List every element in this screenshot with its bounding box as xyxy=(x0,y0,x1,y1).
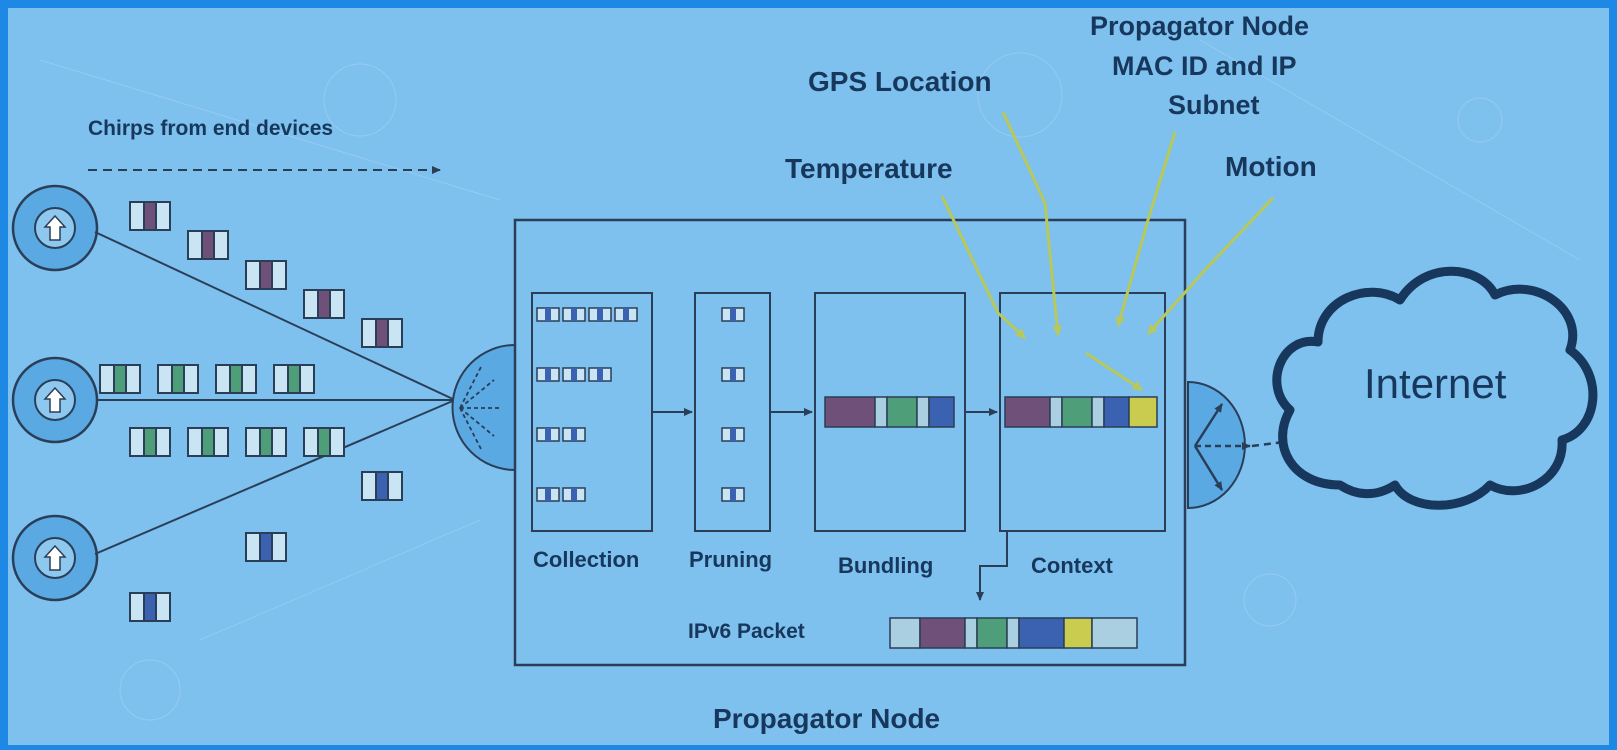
mac-label-line1: Propagator Node xyxy=(1090,11,1309,41)
up-arrow-icon xyxy=(43,386,67,413)
collection-stage xyxy=(531,292,653,532)
cloud-icon xyxy=(1272,266,1598,510)
mac-label-line2: MAC ID and IP xyxy=(1112,51,1297,81)
device-3 xyxy=(11,514,99,602)
temperature-label: Temperature xyxy=(785,153,953,184)
context-input-arrows xyxy=(940,111,1275,392)
ipv6-packet xyxy=(889,617,1138,649)
pruning-label: Pruning xyxy=(689,547,772,572)
device-links xyxy=(94,231,456,555)
up-arrow-icon xyxy=(43,544,67,571)
gps-label: GPS Location xyxy=(808,66,992,97)
device-1 xyxy=(11,184,99,272)
context-label: Context xyxy=(1031,553,1114,578)
propagator-node-title: Propagator Node xyxy=(713,703,940,734)
chirps-label: Chirps from end devices xyxy=(88,117,333,140)
device-2 xyxy=(11,356,99,444)
context-to-packet-arrow xyxy=(976,531,1008,601)
chirp-packets-purple xyxy=(129,201,403,348)
chirp-packets-green xyxy=(99,364,345,457)
collection-label: Collection xyxy=(533,547,639,572)
mac-label-line3: Subnet xyxy=(1168,90,1260,120)
propagator-node-box xyxy=(513,218,1187,667)
antenna-icon xyxy=(451,343,516,472)
motion-label: Motion xyxy=(1225,151,1317,182)
background-decoration xyxy=(39,39,1581,721)
bundling-label: Bundling xyxy=(838,553,933,578)
up-arrow-icon xyxy=(43,214,67,241)
internet-label: Internet xyxy=(1364,360,1507,407)
context-stage xyxy=(999,292,1166,532)
antenna-icon xyxy=(1187,380,1251,510)
chirp-packets-blue xyxy=(129,471,403,622)
ipv6-label: IPv6 Packet xyxy=(688,620,805,643)
